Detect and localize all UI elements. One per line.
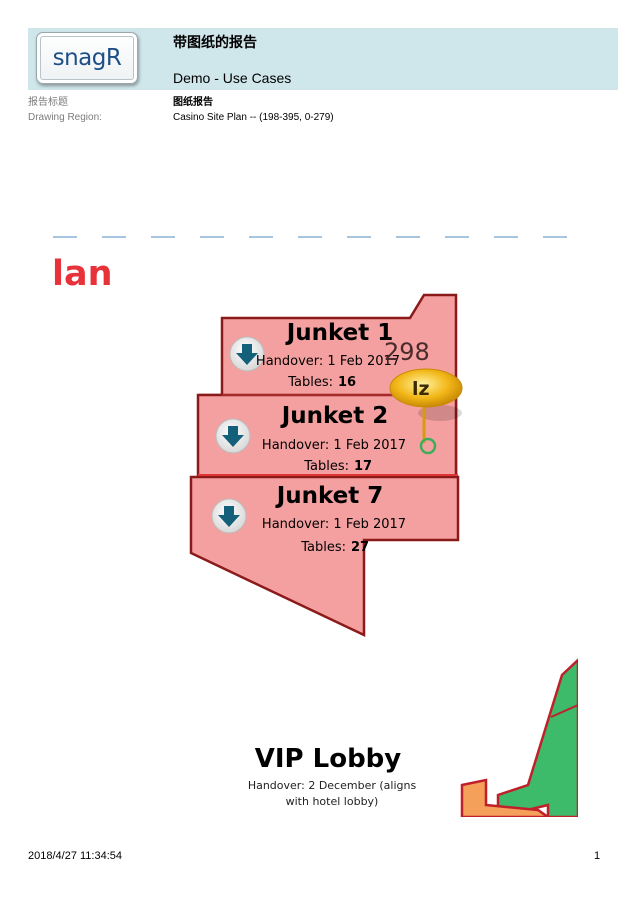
zone-name: Junket 1	[285, 320, 394, 346]
snagr-logo: snagR	[36, 32, 138, 84]
junket-zones	[189, 293, 460, 637]
print-timestamp: 2018/4/27 11:34:54	[28, 850, 122, 862]
vip-handover-line1: Handover: 2 December (aligns	[248, 779, 417, 792]
logo-text: snagR	[52, 45, 122, 71]
report-title: 带图纸的报告	[173, 34, 257, 50]
zone-handover: Handover: 1 Feb 2017	[256, 354, 400, 369]
zone-tables-label: Tables:	[303, 459, 349, 474]
vip-green-zone	[496, 658, 578, 817]
drawing-region-label: Drawing Region:	[28, 112, 102, 123]
download-icon[interactable]	[211, 498, 247, 534]
report-title-label: 报告标题	[28, 97, 68, 108]
vip-lobby-name: VIP Lobby	[255, 744, 402, 774]
zone-tables-label: Tables:	[287, 375, 333, 390]
drawing-region-value: Casino Site Plan -- (198-395, 0-279)	[173, 112, 334, 123]
zone-handover: Handover: 1 Feb 2017	[262, 517, 406, 532]
report-title-value: 图纸报告	[173, 97, 213, 108]
drawing-snapshot: lan Junket 1 Handover: 1 Feb 2017 Tables…	[28, 225, 578, 817]
pin-label: lz	[412, 378, 430, 400]
download-icon[interactable]	[229, 336, 265, 372]
vip-area: VIP Lobby Handover: 2 December (aligns w…	[248, 658, 578, 817]
drawing-svg: lan Junket 1 Handover: 1 Feb 2017 Tables…	[52, 236, 578, 817]
report-header: snagR 带图纸的报告 Demo - Use Cases	[28, 28, 618, 90]
vip-orange-zone	[460, 778, 551, 817]
zone-tables-count: 27	[351, 540, 369, 555]
download-icon[interactable]	[215, 418, 251, 454]
project-name: Demo - Use Cases	[173, 70, 292, 86]
zone-junket-7	[189, 475, 460, 637]
zone-tables-count: 17	[354, 459, 372, 474]
pin-marker[interactable]: lz	[389, 368, 463, 455]
zone-tables-count: 16	[338, 375, 356, 390]
zone-tables-label: Tables:	[300, 540, 346, 555]
vip-handover-line2: with hotel lobby)	[286, 795, 379, 808]
zone-name: Junket 7	[275, 483, 384, 509]
page-number: 1	[594, 850, 601, 862]
zone-name: Junket 2	[280, 403, 389, 429]
zone-handover: Handover: 1 Feb 2017	[262, 438, 406, 453]
plan-title-fragment: lan	[52, 254, 113, 294]
overlay-number: 298	[384, 338, 430, 366]
